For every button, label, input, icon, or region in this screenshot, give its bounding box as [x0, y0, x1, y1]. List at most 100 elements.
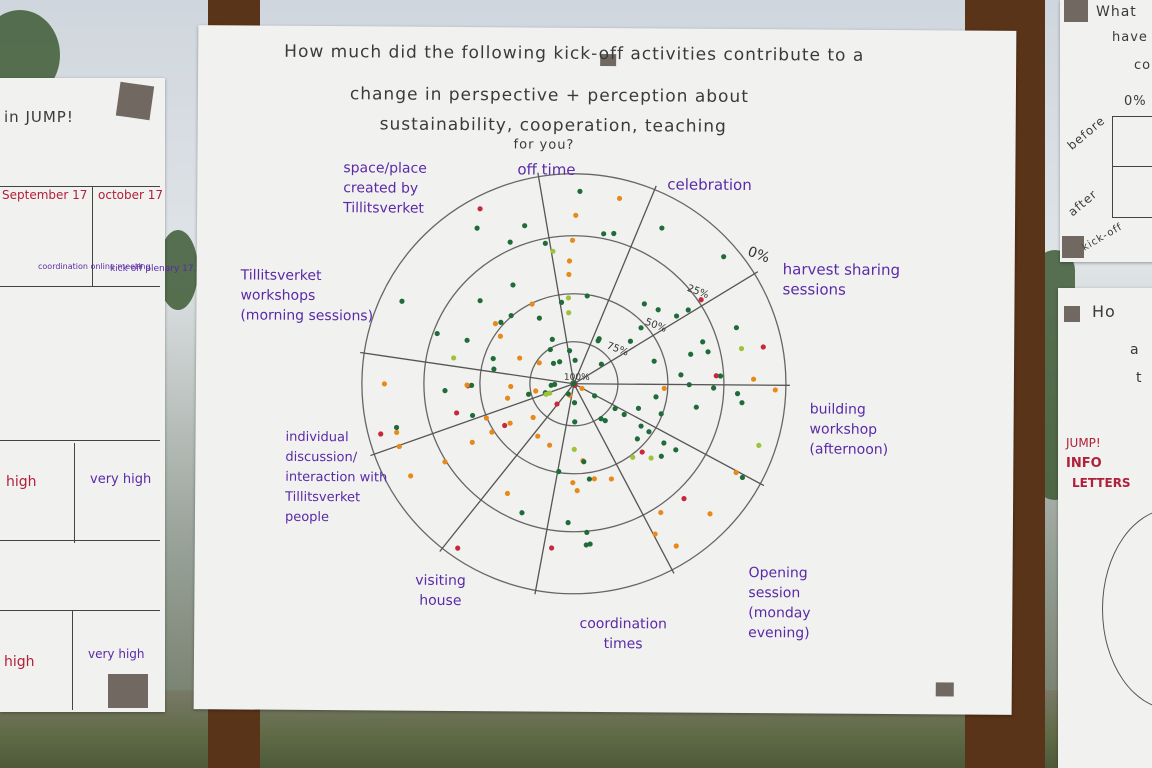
vote-dot: [566, 271, 572, 278]
vote-dot: [579, 385, 585, 392]
vote-dot: [489, 429, 495, 435]
vote-dot: [634, 436, 640, 442]
left-poster: in JUMP! September 17 october 17 coordin…: [0, 78, 202, 712]
vote-dot: [717, 373, 724, 379]
vote-dot: [491, 366, 497, 372]
vote-dot: [517, 355, 523, 361]
vote-dot: [673, 543, 679, 549]
vote-dot: [648, 455, 654, 461]
vote-dot: [477, 298, 483, 304]
vote-dot: [474, 225, 480, 231]
vote-dot: [529, 301, 535, 307]
right-top-line2: co: [1134, 58, 1152, 73]
vote-dot: [688, 351, 694, 357]
vote-dot: [651, 358, 657, 364]
vote-dot: [598, 416, 604, 422]
vote-dot: [455, 545, 461, 551]
vote-dot: [556, 468, 562, 475]
right-bottom-poster: Ho a t JUMP! INFO LETTERS: [1058, 288, 1152, 768]
scale-label-100: 100%: [564, 373, 590, 383]
vote-dot: [574, 488, 580, 494]
vote-dot: [750, 376, 757, 382]
vote-dot: [591, 476, 597, 482]
vote-dot: [596, 336, 602, 342]
vote-dot: [557, 359, 563, 365]
scale-label-50: 50%: [643, 317, 668, 335]
vote-dot: [394, 429, 400, 436]
segment-space-place: space/place created by Tillitsverket: [343, 160, 427, 217]
vote-dot: [673, 447, 679, 453]
segment-individual-discussion: individual discussion/ interaction with …: [284, 429, 388, 526]
vote-dot: [685, 307, 691, 313]
vote-dot: [655, 307, 661, 313]
left-poster-title: in JUMP!: [4, 108, 74, 126]
left-row1-high: high: [6, 474, 37, 490]
vote-dot: [661, 385, 667, 391]
right-bottom-letters: LETTERS: [1072, 476, 1131, 490]
vote-dot: [573, 212, 579, 218]
vote-dot: [536, 315, 542, 321]
vote-dot: [502, 422, 508, 429]
vote-dot: [571, 446, 577, 452]
vote-dot: [621, 411, 627, 418]
segment-building-workshop: building workshop (afternoon): [809, 401, 889, 458]
left-header-october: october 17: [98, 188, 164, 202]
vote-dot: [678, 372, 684, 378]
vote-dot: [659, 225, 665, 231]
vote-dot: [566, 258, 573, 264]
radar-spoke-0: [537, 172, 575, 384]
vote-dot: [497, 333, 504, 339]
vote-dot: [707, 511, 713, 517]
vote-dot: [554, 401, 560, 407]
vote-dot: [571, 381, 577, 387]
vote-dot: [733, 469, 739, 476]
vote-dot: [652, 531, 658, 537]
right-top-after: after: [1065, 186, 1100, 220]
right-bottom-info: INFO: [1066, 456, 1102, 471]
vote-dot: [587, 541, 593, 547]
vote-dot: [442, 388, 448, 394]
vote-dot: [739, 474, 746, 481]
vote-dot: [638, 325, 644, 331]
vote-dot: [601, 231, 607, 237]
vote-dot: [571, 400, 578, 406]
segment-visiting-house: visiting house: [415, 572, 466, 610]
vote-dot: [550, 248, 556, 254]
vote-dot: [653, 394, 659, 400]
segment-harvest-sharing: harvest sharing sessions: [782, 260, 901, 299]
vote-dot: [549, 545, 555, 551]
main-poster: How much did the following kick-off acti…: [193, 25, 1017, 715]
vote-dot: [658, 453, 664, 459]
vote-dot: [454, 410, 460, 416]
vote-dot: [586, 476, 593, 482]
radar-spoke-9: [360, 351, 574, 385]
vote-dot: [510, 282, 516, 288]
vote-dot: [756, 442, 762, 449]
vote-dot: [542, 240, 548, 246]
vote-dot: [504, 395, 511, 401]
right-bottom-line1: a: [1130, 342, 1140, 358]
left-cell-kickoff: kick off plenary 17.1: [110, 264, 203, 274]
vote-dot: [566, 348, 573, 354]
vote-dot: [565, 391, 571, 397]
radar-spoke-2: [573, 271, 759, 385]
vote-dot: [608, 476, 614, 482]
vote-dot: [469, 382, 475, 388]
vote-dot: [641, 301, 647, 307]
vote-dot: [565, 295, 572, 301]
vote-dot: [490, 355, 496, 362]
vote-dot: [734, 391, 741, 397]
vote-dot: [572, 357, 578, 363]
vote-dot: [550, 360, 557, 366]
right-top-before: before: [1064, 113, 1108, 153]
radar-spoke-3: [573, 383, 790, 386]
vote-dot: [547, 346, 553, 353]
vote-dot: [598, 361, 604, 367]
right-top-title: What: [1096, 4, 1137, 20]
vote-dot: [711, 385, 717, 391]
vote-dot: [630, 454, 636, 460]
vote-dot: [639, 449, 645, 455]
radar-chart: 0% 25% 50% 75% 100%: [360, 172, 790, 595]
vote-dot: [602, 418, 608, 424]
vote-dot: [584, 529, 590, 535]
